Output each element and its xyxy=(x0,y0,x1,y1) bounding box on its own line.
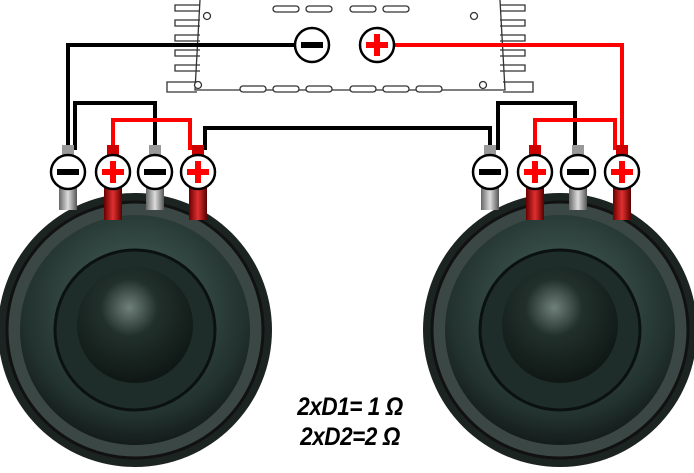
right-positive-bridge xyxy=(533,118,617,150)
left-speaker-positive-terminal-4 xyxy=(179,145,217,220)
left-positive-bridge xyxy=(111,118,192,150)
speaker-terminals xyxy=(49,145,641,220)
right-negative-bridge xyxy=(496,101,577,150)
heatsink-right xyxy=(500,4,534,93)
left-speaker-positive-terminal-2 xyxy=(94,145,132,220)
amp-positive-terminal xyxy=(358,26,396,64)
right-speaker-positive-terminal-2 xyxy=(516,145,554,220)
vent-slots xyxy=(239,5,443,93)
series-link-wire xyxy=(203,126,492,150)
wires xyxy=(66,43,624,150)
right-speaker-negative-terminal-1 xyxy=(471,145,509,210)
impedance-label-d2: 2xD2=2 Ω xyxy=(300,423,400,451)
left-speaker-negative-terminal-1 xyxy=(49,145,87,210)
impedance-label-d1: 2xD1= 1 Ω xyxy=(297,393,403,421)
heatsink-left xyxy=(166,4,200,93)
left-speaker-negative-terminal-3 xyxy=(136,145,174,210)
right-speaker-negative-terminal-3 xyxy=(559,145,597,210)
negative-wire-amp-to-left xyxy=(66,43,294,150)
amp-negative-terminal xyxy=(293,26,331,64)
right-speaker-positive-terminal-4 xyxy=(603,145,641,220)
left-negative-bridge xyxy=(73,101,157,150)
right-speaker xyxy=(423,193,694,467)
screws xyxy=(193,11,488,90)
positive-wire-amp-to-right xyxy=(395,43,624,150)
amplifier xyxy=(166,0,534,93)
left-speaker xyxy=(0,193,272,467)
